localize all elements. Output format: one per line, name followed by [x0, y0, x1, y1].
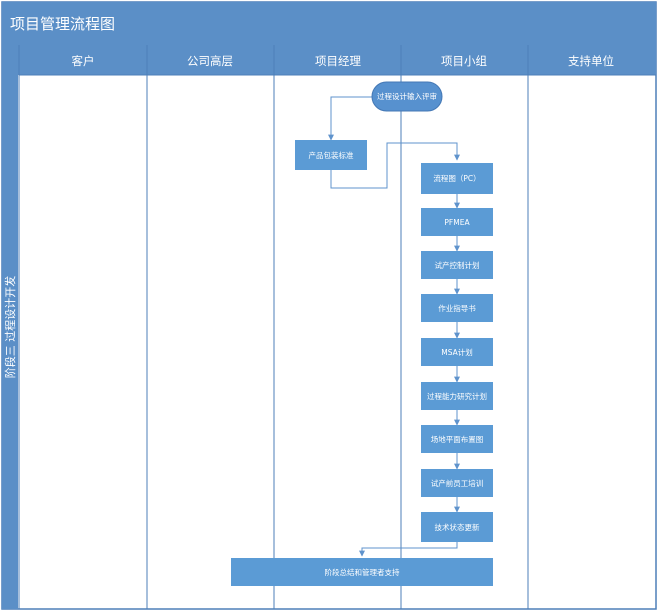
flow-node-capability-plan[interactable]: 过程能力研究计划 [421, 382, 493, 410]
lane-header-support: 支持单位 [568, 54, 614, 68]
process-shape [295, 140, 367, 170]
process-shape [421, 382, 493, 410]
node-label: 过程能力研究计划 [427, 391, 487, 401]
process-shape [231, 558, 493, 586]
lane-header-team: 项目小组 [441, 54, 487, 68]
phase-label: 阶段三 过程设计开发 [3, 276, 17, 379]
flow-node-msa-plan[interactable]: MSA计划 [421, 338, 493, 366]
process-shape [421, 163, 493, 194]
process-shape [421, 294, 493, 322]
node-label: 试产控制计划 [435, 260, 480, 270]
connector-package-to-flowchart [330, 142, 460, 189]
lane-header-management: 公司高层 [187, 54, 233, 68]
flow-node-work-instruction[interactable]: 作业指导书 [421, 294, 493, 322]
lane-header-customer: 客户 [72, 54, 95, 68]
flow-node-review[interactable]: 阶段总结和管理者支持 [231, 558, 493, 586]
terminator-shape [371, 81, 443, 112]
node-label: 试产前员工培训 [431, 478, 484, 488]
flow-node-staff-training[interactable]: 试产前员工培训 [421, 469, 493, 497]
node-label: MSA计划 [441, 347, 473, 357]
diagram-title: 项目管理流程图 [10, 15, 115, 33]
process-shape [421, 251, 493, 279]
connector-start-to-package [328, 96, 372, 141]
process-shape [421, 208, 493, 236]
node-label: 技术状态更新 [435, 522, 480, 532]
process-shape [421, 512, 493, 542]
flow-node-control-plan[interactable]: 试产控制计划 [421, 251, 493, 279]
flow-node-tech-update[interactable]: 技术状态更新 [421, 512, 493, 542]
node-label: 作业指导书 [438, 303, 476, 313]
lane-header-pm: 项目经理 [315, 54, 361, 68]
node-label: PFMEA [444, 218, 470, 227]
phase-band [2, 45, 18, 609]
flow-node-floor-plan[interactable]: 场地平面布置图 [421, 425, 493, 453]
title-bar [2, 2, 656, 45]
node-label: 产品包装标准 [309, 150, 354, 160]
lane-header-band [2, 45, 656, 75]
process-shape [421, 469, 493, 497]
process-shape [421, 338, 493, 366]
flow-node-start[interactable]: 过程设计输入评审 [371, 81, 443, 112]
flow-node-flowchart[interactable]: 流程图（PC） [421, 163, 493, 194]
flow-node-pfmea[interactable]: PFMEA [421, 208, 493, 236]
node-label: 流程图（PC） [433, 173, 480, 183]
process-shape [421, 425, 493, 453]
node-label: 阶段总结和管理者支持 [325, 567, 400, 577]
connector-tech-update-to-review [359, 542, 458, 557]
node-label: 场地平面布置图 [431, 434, 484, 444]
flow-node-package[interactable]: 产品包装标准 [295, 140, 367, 170]
node-label: 过程设计输入评审 [377, 91, 437, 101]
